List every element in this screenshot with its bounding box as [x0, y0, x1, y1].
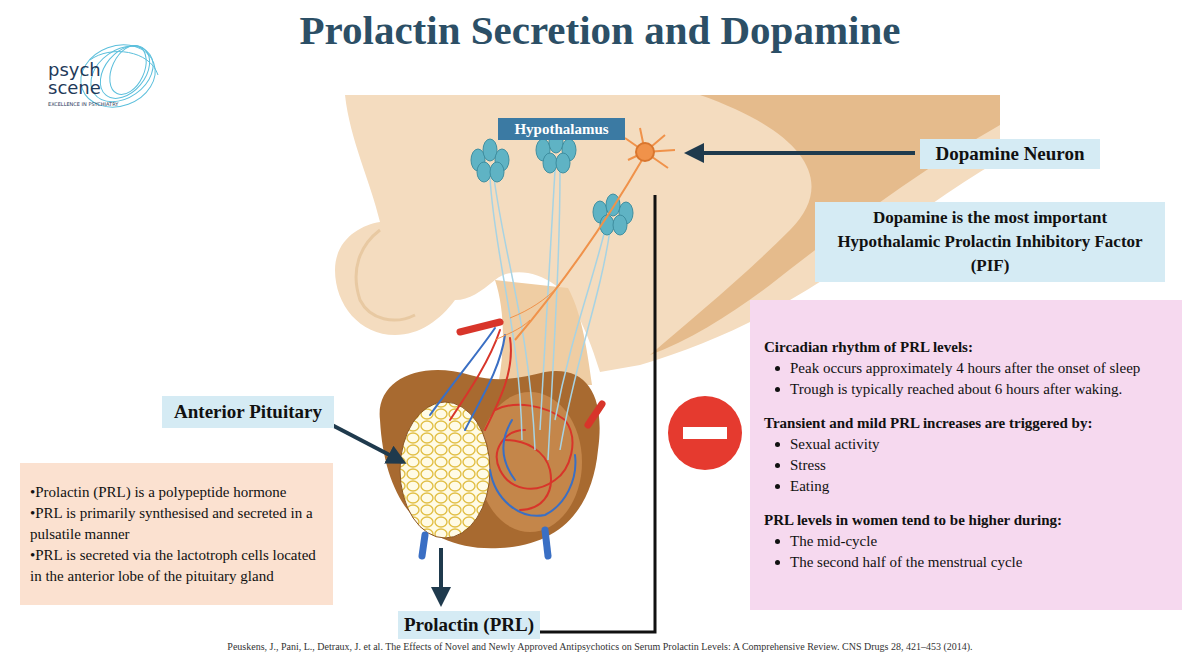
callout-label: Anterior Pituitary — [162, 396, 334, 428]
pituitary-gland-part — [380, 370, 600, 548]
leader-arrows-part — [688, 151, 915, 155]
node-text: •PRL is primarily synthesised and secret… — [30, 503, 323, 545]
node-text: •Prolactin (PRL) is a polypeptide hormon… — [30, 482, 323, 503]
dopamine-neuron-drawing — [495, 128, 675, 340]
neurosecretory-axons-part — [490, 178, 522, 440]
neurosecretory-axons-part — [548, 170, 560, 460]
key-fact-box: Dopamine is the most important Hypothala… — [815, 202, 1165, 282]
node-text: Anterior Pituitary — [162, 401, 334, 423]
neuron-cell-bodies-part — [543, 153, 557, 173]
bullet-text: Sexual activity — [764, 434, 1176, 455]
node-text: Hypothalamus — [498, 121, 625, 138]
blood-vessels-part — [422, 535, 425, 556]
logo-swirl-part — [103, 40, 154, 101]
neuron-cell-bodies-part — [490, 162, 504, 182]
blood-vessels-part — [465, 335, 505, 430]
logo-text: scene — [48, 78, 101, 98]
brain-base-part — [356, 230, 415, 320]
neurosecretory-axons-part — [494, 178, 535, 450]
neuron-cell-bodies — [471, 131, 633, 235]
neurosecretory-axons-part — [555, 230, 605, 420]
dopamine-neuron-drawing-part — [636, 143, 654, 161]
logo-text: psych — [48, 60, 101, 80]
inhibition-symbol — [668, 396, 742, 470]
dopamine-neuron-drawing-part — [625, 128, 675, 168]
neuron-cell-bodies-part — [613, 215, 627, 235]
bullet-dot — [775, 387, 780, 392]
blood-vessels-part — [430, 328, 495, 415]
leader-arrows-part — [332, 425, 403, 462]
pituitary-gland — [380, 370, 600, 548]
region-label: Hypothalamus — [498, 118, 625, 140]
bullet-text: Eating — [764, 476, 1176, 497]
neuron-cell-bodies-part — [477, 162, 491, 182]
logo-text: EXCELLENCE IN PSYCHIATRY — [48, 101, 118, 108]
section-heading: PRL levels in women tend to be higher du… — [764, 510, 1176, 531]
neuron-cell-bodies-part — [606, 194, 620, 216]
bullet-text: Stress — [764, 455, 1176, 476]
info-panel: Circadian rhythm of PRL levels:Peak occu… — [750, 300, 1182, 610]
inhibition-symbol-part — [683, 427, 727, 439]
leader-arrows-part — [540, 195, 655, 632]
bullet-dot — [775, 484, 780, 489]
bullet-text: The mid-cycle — [764, 531, 1176, 552]
node-text: •PRL is secreted via the lactotroph cell… — [30, 545, 323, 587]
callout-label: Prolactin (PRL) — [398, 611, 540, 639]
citation-caption: Peuskens, J., Pani, L., Detraux, J. et a… — [0, 641, 1200, 652]
pituitary-gland-part — [400, 402, 490, 538]
blood-vessels-part — [503, 420, 515, 480]
section-heading: Circadian rhythm of PRL levels: — [764, 337, 1176, 358]
blood-vessels-part — [545, 530, 548, 556]
diagram-title: Prolactin Secretion and Dopamine — [0, 6, 1200, 54]
bullet-dot — [775, 366, 780, 371]
node-text: Dopamine is the most important Hypothala… — [823, 206, 1157, 278]
inhibition-symbol-part — [668, 396, 742, 470]
neurosecretory-axons-part — [560, 230, 610, 450]
section-heading: Transient and mild PRL increases are tri… — [764, 413, 1176, 434]
bullet-text: Peak occurs approximately 4 hours after … — [764, 358, 1176, 379]
blood-vessels — [422, 322, 602, 556]
node-text: Prolactin (PRL) — [398, 614, 540, 636]
bullet-dot — [775, 442, 780, 447]
neuron-cell-bodies-part — [556, 153, 570, 173]
neurosecretory-axons — [490, 170, 610, 460]
callout-label: Dopamine Neuron — [920, 139, 1100, 169]
bullet-dot — [775, 539, 780, 544]
dopamine-neuron-drawing-part — [495, 285, 560, 340]
bullet-dot — [775, 463, 780, 468]
blood-vessels-part — [490, 455, 575, 516]
dopamine-neuron-drawing-part — [515, 160, 642, 340]
blood-vessels-part — [485, 338, 511, 430]
bullet-text: The second half of the menstrual cycle — [764, 552, 1176, 573]
leader-arrows-part — [439, 548, 443, 603]
blood-vessels-part — [588, 404, 602, 425]
info-panel: •Prolactin (PRL) is a polypeptide hormon… — [20, 463, 333, 605]
node-text: Dopamine Neuron — [920, 143, 1100, 165]
bullet-text: Trough is typically reached about 6 hour… — [764, 379, 1176, 400]
bullet-dot — [775, 560, 780, 565]
